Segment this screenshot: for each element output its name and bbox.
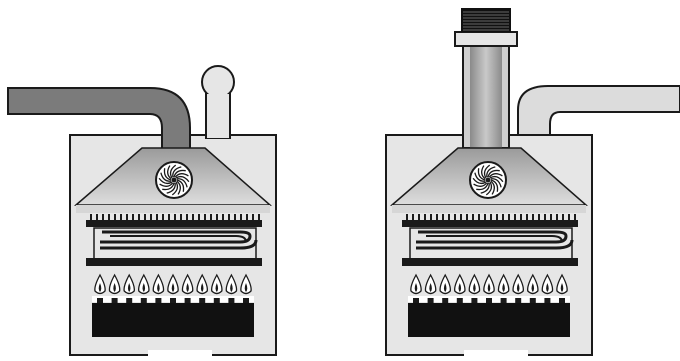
burner-icon [408, 303, 570, 337]
burner-icon [92, 303, 254, 337]
chimney-collar [455, 32, 517, 46]
left-base-opening [148, 350, 212, 358]
left-fan [156, 162, 192, 198]
left-heat-exchanger [86, 214, 262, 266]
right-boiler [386, 8, 680, 358]
right-hood-lower [392, 205, 586, 213]
right-chimney [455, 8, 517, 148]
right-heat-exchanger [402, 214, 578, 266]
right-side-pipe [518, 86, 680, 140]
left-boiler [8, 66, 276, 358]
left-hood-lower [76, 205, 270, 213]
right-burner [408, 296, 570, 337]
right-base-opening [464, 350, 528, 358]
right-fan [470, 162, 506, 198]
left-vent-cap [202, 66, 234, 98]
left-burner [92, 296, 254, 337]
